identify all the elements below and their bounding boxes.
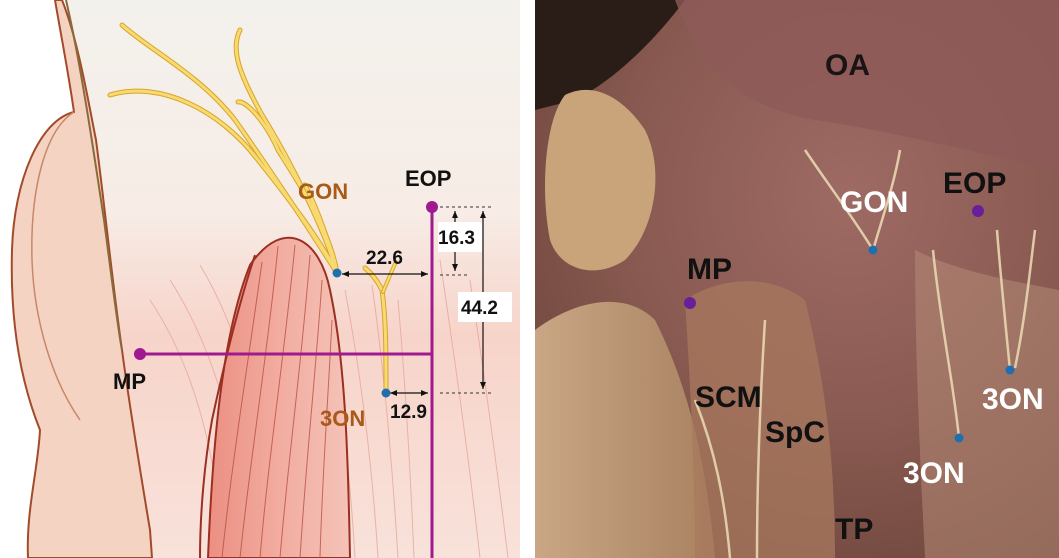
photo-mp-label: MP: [687, 253, 732, 286]
photo-canvas: OA GON EOP MP SCM SpC 3ON 3ON TP: [535, 0, 1059, 558]
mp-label: MP: [113, 369, 146, 394]
eop-point: [426, 201, 438, 213]
mp-point: [134, 348, 146, 360]
photo-spc-label: SpC: [765, 416, 825, 449]
photo-three-on-lower-label: 3ON: [903, 457, 965, 490]
measure-gon-vertical: 16.3: [438, 228, 475, 249]
dissection-photo: OA GON EOP MP SCM SpC 3ON 3ON TP: [535, 0, 1059, 558]
photo-tp-label: TP: [835, 513, 873, 546]
measure-three-on-vertical: 44.2: [461, 298, 498, 319]
photo-oa-label: OA: [825, 49, 870, 82]
photo-eop-point: [972, 205, 984, 217]
photo-scm-label: SCM: [695, 381, 762, 414]
diagram-canvas: GON EOP MP 3ON 22.6 16.3 44.2 12.9: [0, 0, 520, 558]
gon-point: [333, 269, 342, 278]
photo-three-on-right-label: 3ON: [982, 383, 1044, 416]
photo-mp-point: [684, 297, 696, 309]
eop-label: EOP: [405, 166, 451, 191]
photo-gon-point: [869, 246, 878, 255]
anatomical-diagram: GON EOP MP 3ON 22.6 16.3 44.2 12.9: [0, 0, 520, 558]
photo-eop-label: EOP: [943, 167, 1006, 200]
three-on-point: [382, 389, 391, 398]
photo-three-on-right-point: [1006, 366, 1015, 375]
measure-three-on-horizontal: 12.9: [390, 402, 427, 423]
three-on-label: 3ON: [320, 406, 365, 431]
measure-gon-horizontal: 22.6: [366, 248, 403, 269]
photo-three-on-lower-point: [955, 434, 964, 443]
photo-gon-label: GON: [840, 186, 908, 219]
gon-label: GON: [298, 179, 348, 204]
